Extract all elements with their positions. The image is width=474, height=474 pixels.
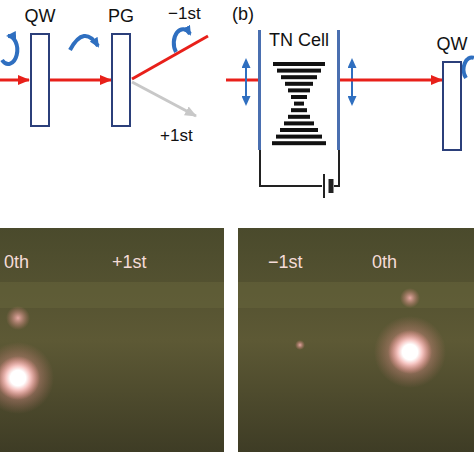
diffracted-beam xyxy=(132,36,208,79)
liquid-crystal-bar xyxy=(285,82,313,86)
optical-element: QW xyxy=(437,34,468,151)
panel-label: (b) xyxy=(232,4,254,24)
liquid-crystal-bar xyxy=(294,102,304,106)
laser-spot xyxy=(374,316,446,388)
liquid-crystal-bar xyxy=(281,75,317,79)
order-label: +1st xyxy=(112,252,147,272)
polarization-arrow xyxy=(464,57,474,78)
polarization-arrow xyxy=(351,60,353,104)
liquid-crystal-bar xyxy=(273,62,325,66)
laser-beam xyxy=(226,79,258,82)
laser-beam xyxy=(0,79,29,82)
liquid-crystal-bar xyxy=(277,69,321,73)
order-label: 0th xyxy=(4,252,29,272)
polarization-arrow xyxy=(174,29,190,52)
liquid-crystal-bar xyxy=(284,121,314,125)
liquid-crystal-bar xyxy=(291,108,307,112)
liquid-crystal-bar xyxy=(272,141,326,145)
photo xyxy=(238,282,474,308)
order-label: −1st xyxy=(168,4,201,24)
diffracted-beam xyxy=(132,82,196,116)
element-label: PG xyxy=(108,6,134,27)
liquid-crystal-bar xyxy=(291,95,307,99)
optical-element: QW xyxy=(25,6,56,127)
liquid-crystal-bar xyxy=(288,88,310,92)
polarization-arrow xyxy=(2,36,17,64)
laser-spot xyxy=(295,340,305,350)
element-outline xyxy=(30,33,50,127)
laser-spot xyxy=(0,342,54,414)
laser-spot xyxy=(400,288,420,308)
optical-element: PG xyxy=(108,6,135,127)
element-label: QW xyxy=(437,34,468,55)
battery-symbol xyxy=(323,174,325,198)
liquid-crystal-bar xyxy=(276,135,322,139)
order-label: 0th xyxy=(372,252,397,272)
element-outline xyxy=(442,61,462,151)
polarization-arrow xyxy=(70,36,98,50)
laser-spot xyxy=(0,356,40,400)
wire xyxy=(260,150,339,186)
laser-spot xyxy=(388,330,432,374)
laser-beam xyxy=(340,79,442,82)
tn-cell: TN Cell xyxy=(258,30,340,150)
liquid-crystal-bar xyxy=(288,115,310,119)
element-outline xyxy=(111,33,131,127)
element-label: QW xyxy=(25,6,56,27)
photo xyxy=(0,282,224,308)
liquid-crystal xyxy=(272,62,326,145)
polarization-arrow xyxy=(245,60,247,104)
order-label: +1st xyxy=(160,126,193,146)
laser-beam xyxy=(50,79,111,82)
element-label: TN Cell xyxy=(261,30,337,51)
laser-spot xyxy=(6,306,30,330)
order-label: −1st xyxy=(268,252,303,272)
liquid-crystal-bar xyxy=(280,128,318,132)
photo xyxy=(0,228,224,452)
battery-symbol xyxy=(329,179,334,193)
photo xyxy=(238,228,474,452)
